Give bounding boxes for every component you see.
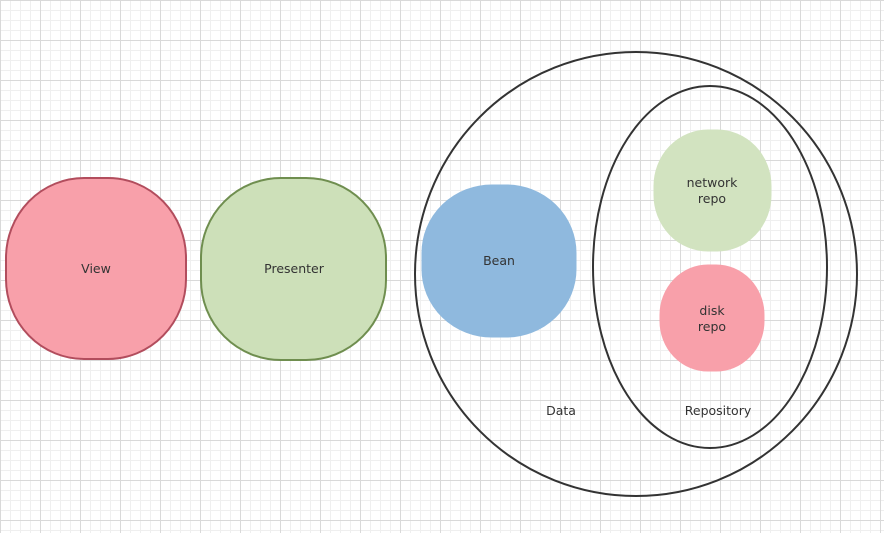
presenter-label: Presenter — [264, 261, 324, 276]
disk-repo-node[interactable] — [659, 264, 765, 372]
network-repo-label: network repo — [686, 175, 738, 206]
network-repo-node[interactable] — [653, 129, 772, 252]
bean-label: Bean — [483, 253, 515, 268]
disk-repo-label: disk repo — [697, 303, 727, 334]
bean-node[interactable] — [421, 184, 577, 338]
repository-container-label: Repository — [684, 403, 752, 418]
view-label: View — [81, 261, 111, 276]
data-container[interactable] — [414, 51, 858, 497]
repository-container[interactable] — [592, 85, 828, 449]
view-node[interactable] — [5, 177, 187, 360]
presenter-node[interactable] — [200, 177, 387, 361]
data-container-label: Data — [546, 403, 576, 418]
